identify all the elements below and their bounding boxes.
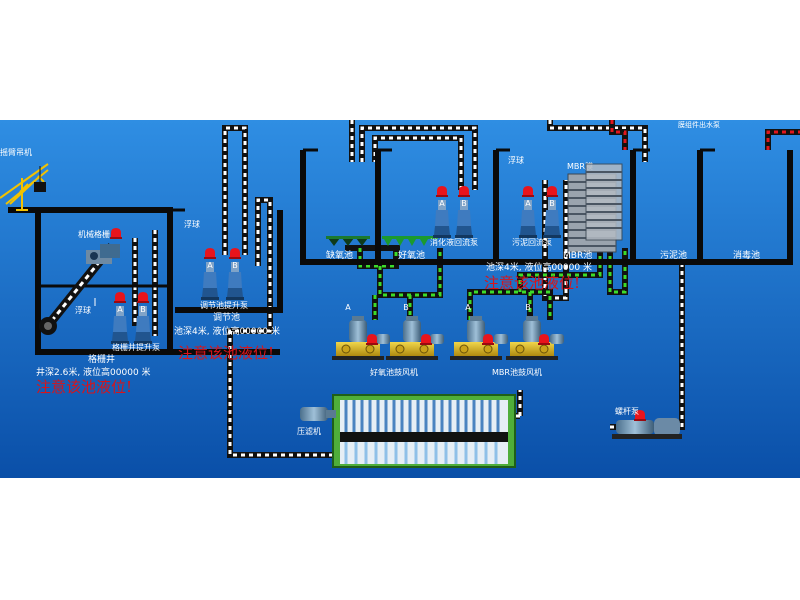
aerobic-diffusers (382, 236, 438, 246)
svg-text:B: B (525, 303, 531, 312)
adjust-level-warning: 注意该池液位! (178, 344, 274, 362)
mbr-membrane-label: MBR膜 (567, 161, 593, 171)
screw-pump (612, 410, 682, 439)
svg-text:B: B (549, 199, 555, 208)
sludge-pump-label: 污泥回流泵 (512, 237, 552, 247)
well-level-warning: 注意该池液位! (36, 378, 132, 396)
crane-hook-block (34, 182, 46, 192)
adjust-pumps: A B (201, 248, 244, 300)
membrane-pump-label: 膜组件出水泵 (678, 120, 720, 129)
svg-text:A: A (465, 303, 471, 312)
digest-pump-label: 消化液回流泵 (430, 237, 478, 247)
svg-text:B: B (403, 303, 409, 312)
process-diagram: 摇臂吊机 机械格栅 浮球 A B 格栅井提升泵 格栅井 浮球 A B 调节池提升… (0, 120, 800, 478)
filter-press-label: 压滤机 (297, 426, 321, 436)
svg-text:A: A (439, 199, 445, 208)
float-ball-label-3: 浮球 (508, 155, 524, 165)
sludge-tank-label: 污泥池 (660, 249, 687, 261)
sludge-pumps: A B (519, 186, 561, 238)
svg-text:A: A (207, 261, 213, 270)
tank-walls (8, 150, 793, 355)
mechanical-grille (39, 243, 120, 335)
float-ball-label-1: 浮球 (75, 305, 91, 315)
adjust-tank-label: 调节池 (213, 311, 240, 323)
digest-pumps: A B (433, 186, 473, 238)
anoxic-tank-label: 缺氧池 (326, 249, 353, 261)
blowers: A B A B (331, 303, 565, 361)
svg-text:B: B (140, 305, 146, 314)
filter-press (300, 394, 516, 468)
mbr-depth-readout: 池深4米, 液位高00000 米 (486, 261, 592, 273)
grille-label: 机械格栅 (78, 229, 110, 239)
svg-text:A: A (117, 305, 123, 314)
crane-label: 摇臂吊机 (0, 147, 32, 157)
mbr-level-warning: 注意该池液位! (484, 274, 580, 292)
svg-text:B: B (461, 199, 467, 208)
float-ball-label-2: 浮球 (184, 219, 200, 229)
adjust-pump-label: 调节池提升泵 (200, 300, 248, 310)
adjust-depth-readout: 池深4米, 液位高00000 米 (174, 325, 280, 337)
mbr-blower-label: MBR池鼓风机 (492, 367, 542, 377)
svg-text:B: B (232, 261, 238, 270)
grille-well-label: 格栅井 (88, 353, 115, 365)
jib-crane (0, 163, 49, 211)
svg-text:A: A (345, 303, 351, 312)
anoxic-mixers (326, 236, 370, 246)
well-depth-readout: 井深2.6米, 液位高00000 米 (36, 366, 151, 378)
aerobic-tank-label: 好氧池 (398, 249, 425, 261)
tank-walls-thin (38, 148, 715, 288)
svg-text:A: A (525, 199, 531, 208)
grille-pumps: A B (111, 292, 152, 344)
grille-pump-label: 格栅井提升泵 (112, 342, 160, 352)
screw-pump-label: 螺杆泵 (615, 406, 639, 416)
aerobic-blower-label: 好氧池鼓风机 (370, 367, 418, 377)
mbr-membrane-stack (567, 163, 623, 253)
disinfect-tank-label: 消毒池 (733, 249, 760, 261)
mbr-tank-label: MBR池 (563, 249, 592, 261)
